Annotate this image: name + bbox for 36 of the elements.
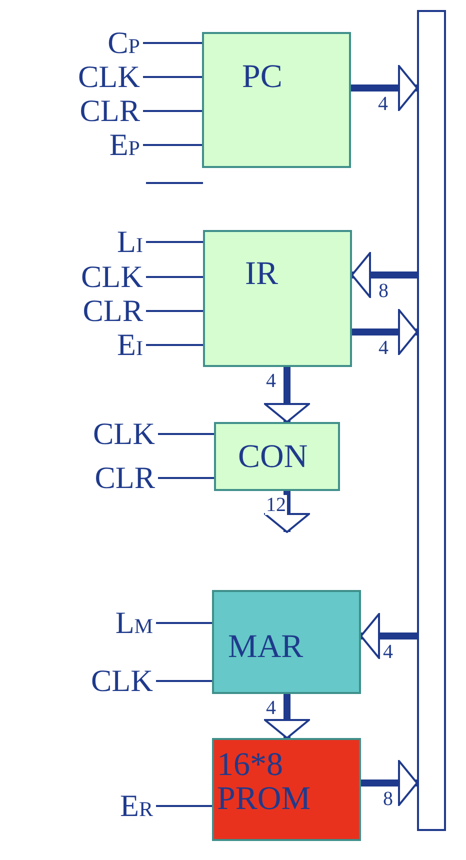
signal-label: CLK xyxy=(40,418,155,450)
signal-line xyxy=(143,144,202,146)
signal-label: CLR xyxy=(40,462,155,494)
register-name: PC xyxy=(242,60,282,94)
bus-arrow xyxy=(352,309,418,355)
signal-label: CLK xyxy=(20,61,140,93)
signal-line xyxy=(158,477,214,479)
controller-name: CON xyxy=(238,440,308,474)
signal-line xyxy=(156,622,212,624)
signal-label: CLK xyxy=(20,261,143,293)
register-box xyxy=(203,230,352,367)
bus-arrow xyxy=(360,613,417,659)
edge-label: 12 xyxy=(265,495,287,515)
bus-arrow xyxy=(264,694,310,739)
signal-line xyxy=(146,241,203,243)
bus-arrow xyxy=(351,252,417,298)
signal-line xyxy=(143,110,202,112)
bus-arrow xyxy=(351,65,418,111)
signal-line xyxy=(146,310,203,312)
register-name: IR xyxy=(245,257,278,291)
bus-arrow xyxy=(264,367,310,423)
bus-arrow xyxy=(361,760,418,806)
signal-line xyxy=(156,805,212,807)
signal-line xyxy=(146,344,203,346)
signal-label: CLK xyxy=(40,665,153,697)
signal-label: CLR xyxy=(20,95,140,127)
bus-arrow xyxy=(264,491,310,533)
bus-bar xyxy=(417,10,446,831)
register-box xyxy=(212,590,361,694)
memory-box xyxy=(212,738,361,841)
register-name: MAR xyxy=(228,630,304,664)
memory-name: 16*8 PROM xyxy=(217,748,312,816)
controller-box xyxy=(214,422,340,491)
register-box xyxy=(202,32,351,168)
signal-label: CLR xyxy=(20,295,143,327)
signal-line xyxy=(143,42,202,44)
